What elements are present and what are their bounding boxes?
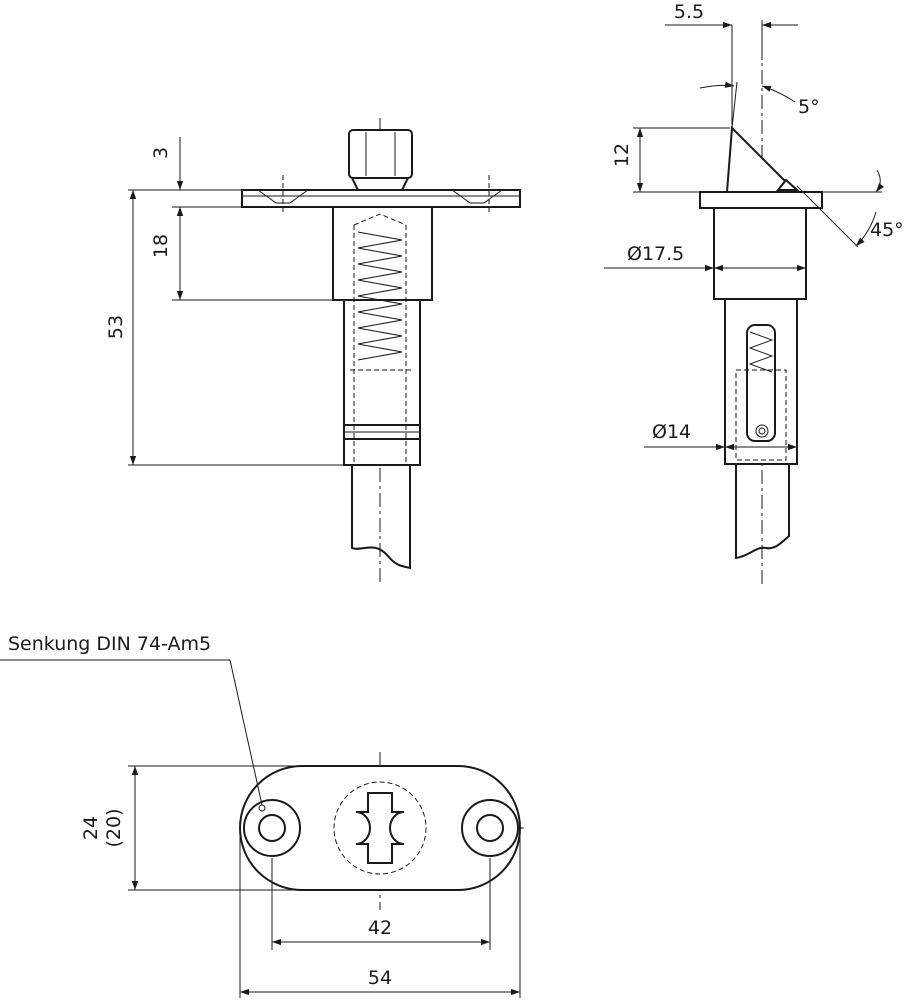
- dim-5-deg: 5°: [798, 96, 820, 118]
- front-dimensions: 3 18 53: [105, 137, 344, 466]
- dim-54: 54: [368, 967, 392, 989]
- top-view: [239, 752, 524, 910]
- dim-20-ref: (20): [103, 808, 125, 847]
- front-view: [241, 118, 521, 582]
- side-view: [699, 20, 823, 585]
- dim-12: 12: [611, 143, 633, 167]
- annotation-countersink: Senkung DIN 74-Am5: [8, 633, 211, 655]
- dim-42: 42: [368, 917, 392, 939]
- dim-5-5: 5.5: [674, 1, 704, 23]
- dim-3: 3: [150, 147, 172, 159]
- dim-45-deg: 45°: [870, 219, 904, 241]
- dim-18: 18: [150, 234, 172, 258]
- dim-24: 24: [80, 816, 102, 840]
- dim-dia-17-5: Ø17.5: [627, 243, 684, 265]
- dim-53: 53: [105, 315, 127, 339]
- side-dimensions: 5.5 5° 12 45° Ø17.5 Ø14: [604, 1, 904, 451]
- top-dimensions: Senkung DIN 74-Am5 24 (20) 42 54: [0, 633, 521, 998]
- dim-dia-14: Ø14: [652, 421, 691, 443]
